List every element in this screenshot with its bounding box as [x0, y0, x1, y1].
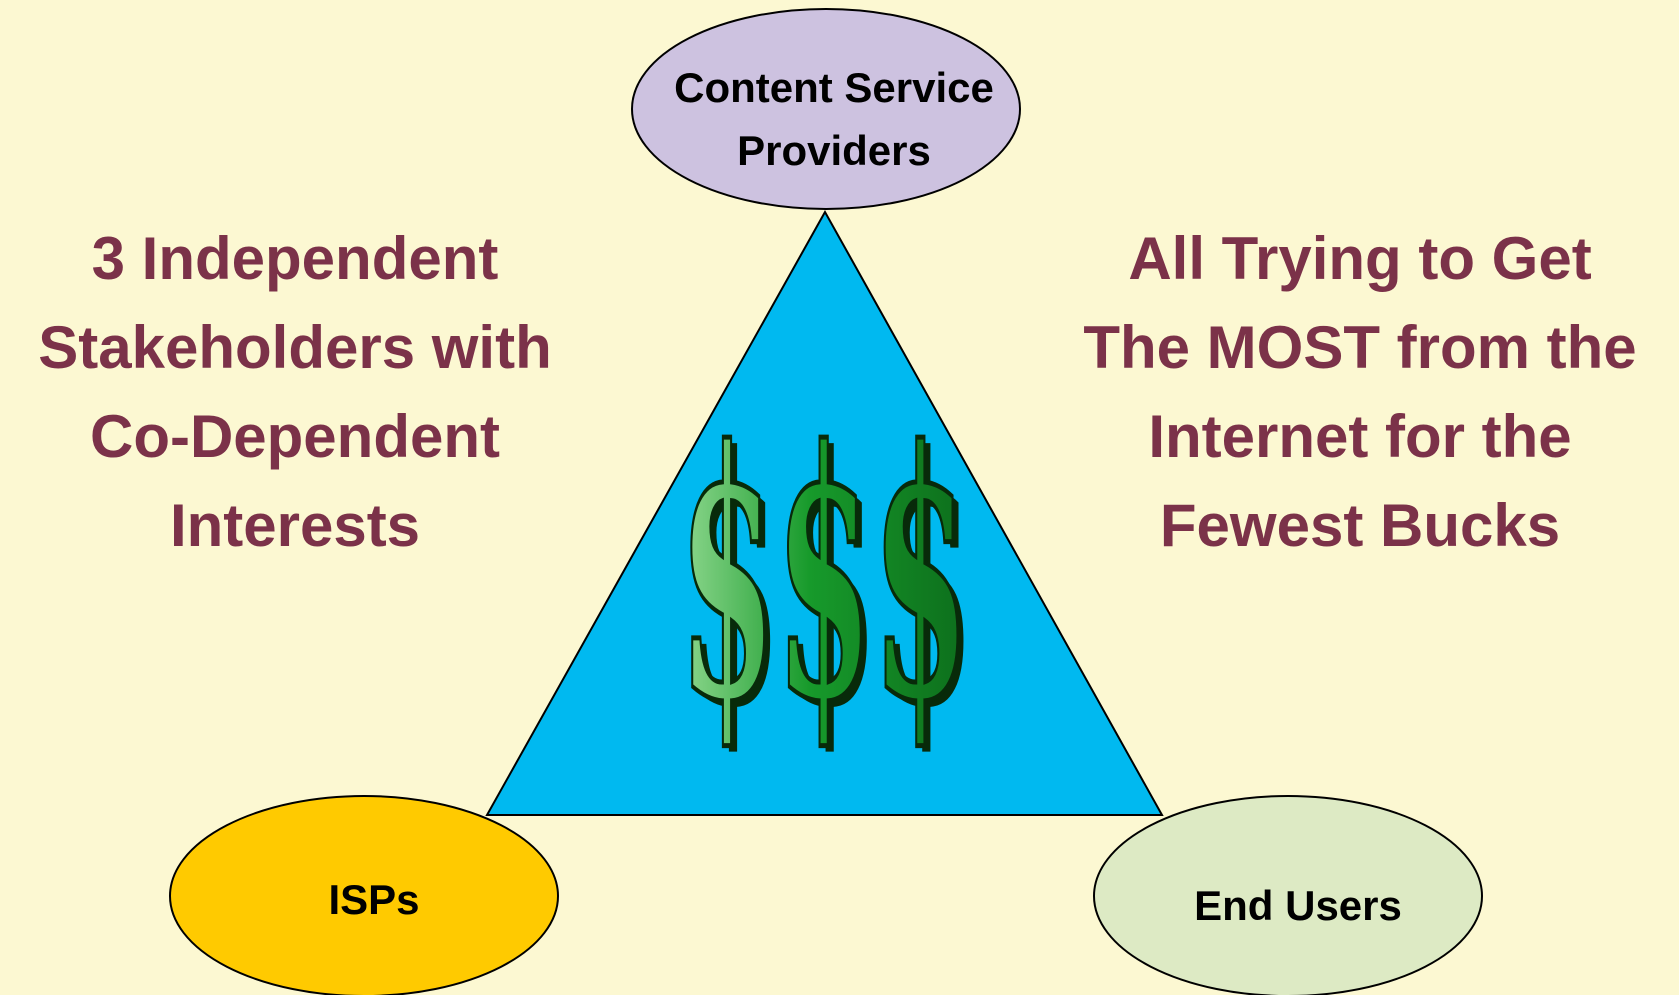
- right-caption-line: All Trying to Get: [1128, 225, 1592, 292]
- end-users-node-label: End Users: [1194, 882, 1402, 929]
- dollar-signs-icon: $$$ $$$: [677, 376, 976, 784]
- left-caption-line: Stakeholders with: [38, 314, 552, 381]
- right-caption-line: The MOST from the: [1083, 314, 1637, 381]
- content-node-label-line-2: Providers: [737, 127, 931, 174]
- end-users-node: End Users: [1093, 795, 1483, 995]
- stakeholder-triangle: [485, 209, 1164, 816]
- content-node-label-line-1: Content Service: [674, 64, 994, 111]
- left-caption: 3 Independent Stakeholders with Co-Depen…: [0, 214, 590, 570]
- right-caption-line: Internet for the: [1148, 403, 1572, 470]
- left-caption-line: Co-Dependent: [90, 403, 500, 470]
- left-caption-line: Interests: [169, 492, 421, 559]
- isps-node-label: ISPs: [328, 876, 419, 923]
- content-service-providers-node: Content Service Providers: [631, 8, 1021, 210]
- content-service-providers-ellipse: [631, 8, 1021, 210]
- dollar-signs-text: $$$: [679, 378, 969, 777]
- left-caption-line: 3 Independent: [91, 225, 499, 292]
- right-caption: All Trying to Get The MOST from the Inte…: [1040, 214, 1679, 570]
- isps-node: ISPs: [169, 795, 559, 995]
- end-users-ellipse: [1093, 795, 1483, 995]
- right-caption-line: Fewest Bucks: [1159, 492, 1561, 559]
- dollar-signs-shadow: $$$: [685, 384, 975, 783]
- isps-ellipse: [169, 795, 559, 995]
